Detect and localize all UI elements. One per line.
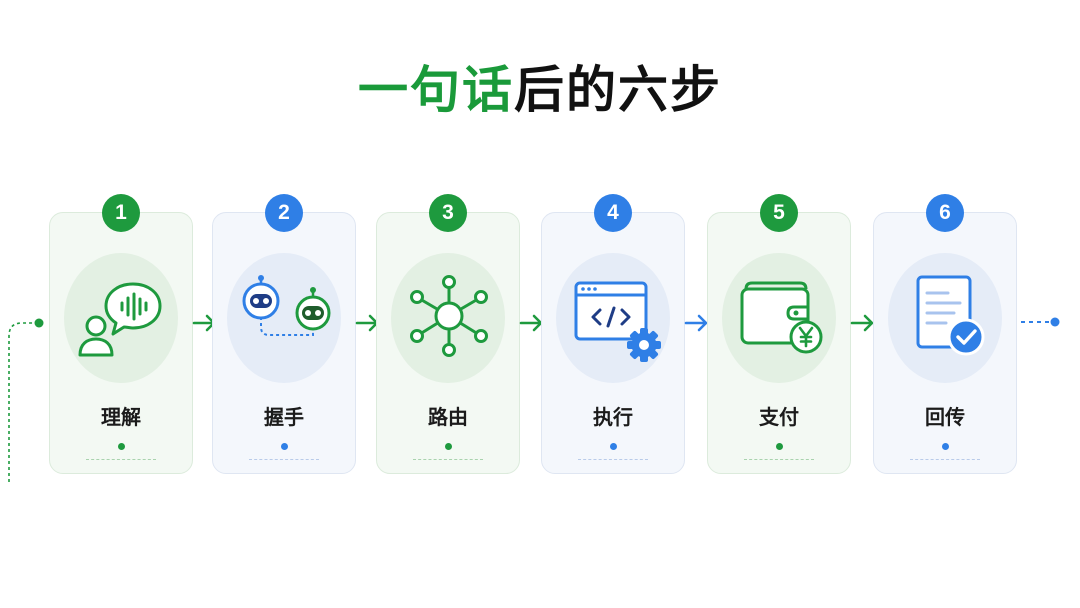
wallet-yen-icon: [740, 281, 823, 354]
step-number-badge: 5: [760, 194, 798, 232]
step-label: 握手: [264, 405, 304, 429]
step-dash-line: [910, 459, 980, 460]
document-check-icon: [916, 275, 985, 356]
code-window-gear-icon: [574, 281, 661, 362]
left-connector-line: [8, 318, 44, 482]
step-dot: [118, 443, 125, 450]
right-connector-line: [1021, 317, 1060, 327]
step-number-badge: 1: [102, 194, 140, 232]
step-card-4: 4 执行: [541, 194, 685, 474]
arrow-right-icon: [850, 314, 874, 332]
two-robots-handshake-icon: [242, 275, 331, 336]
step-card-2: 2 握手: [212, 194, 356, 474]
step-card-6: 6 回传: [873, 194, 1017, 474]
step-dash-line: [249, 459, 319, 460]
step-dot: [281, 443, 288, 450]
title-highlight: 一句话: [358, 61, 514, 119]
step-number-badge: 2: [265, 194, 303, 232]
network-hub-icon: [410, 275, 488, 357]
step-dot: [610, 443, 617, 450]
title-rest: 后的六步: [514, 61, 722, 119]
step-card-3: 3 路由: [376, 194, 520, 474]
step-number-badge: 4: [594, 194, 632, 232]
step-dot: [445, 443, 452, 450]
step-dot: [942, 443, 949, 450]
step-dot: [776, 443, 783, 450]
step-dash-line: [86, 459, 156, 460]
step-label: 支付: [759, 405, 799, 429]
step-dash-line: [413, 459, 483, 460]
step-card-1: 1 理解: [49, 194, 193, 474]
arrow-right-icon: [684, 314, 708, 332]
step-dash-line: [744, 459, 814, 460]
step-label: 路由: [428, 405, 468, 429]
user-voice-chat-icon: [78, 282, 162, 357]
step-label: 回传: [925, 405, 965, 429]
step-number-badge: 3: [429, 194, 467, 232]
page-title: 一句话后的六步: [0, 58, 1080, 122]
step-label: 理解: [101, 405, 141, 429]
step-dash-line: [578, 459, 648, 460]
step-card-5: 5 支付: [707, 194, 851, 474]
step-label: 执行: [593, 405, 633, 429]
step-number-badge: 6: [926, 194, 964, 232]
